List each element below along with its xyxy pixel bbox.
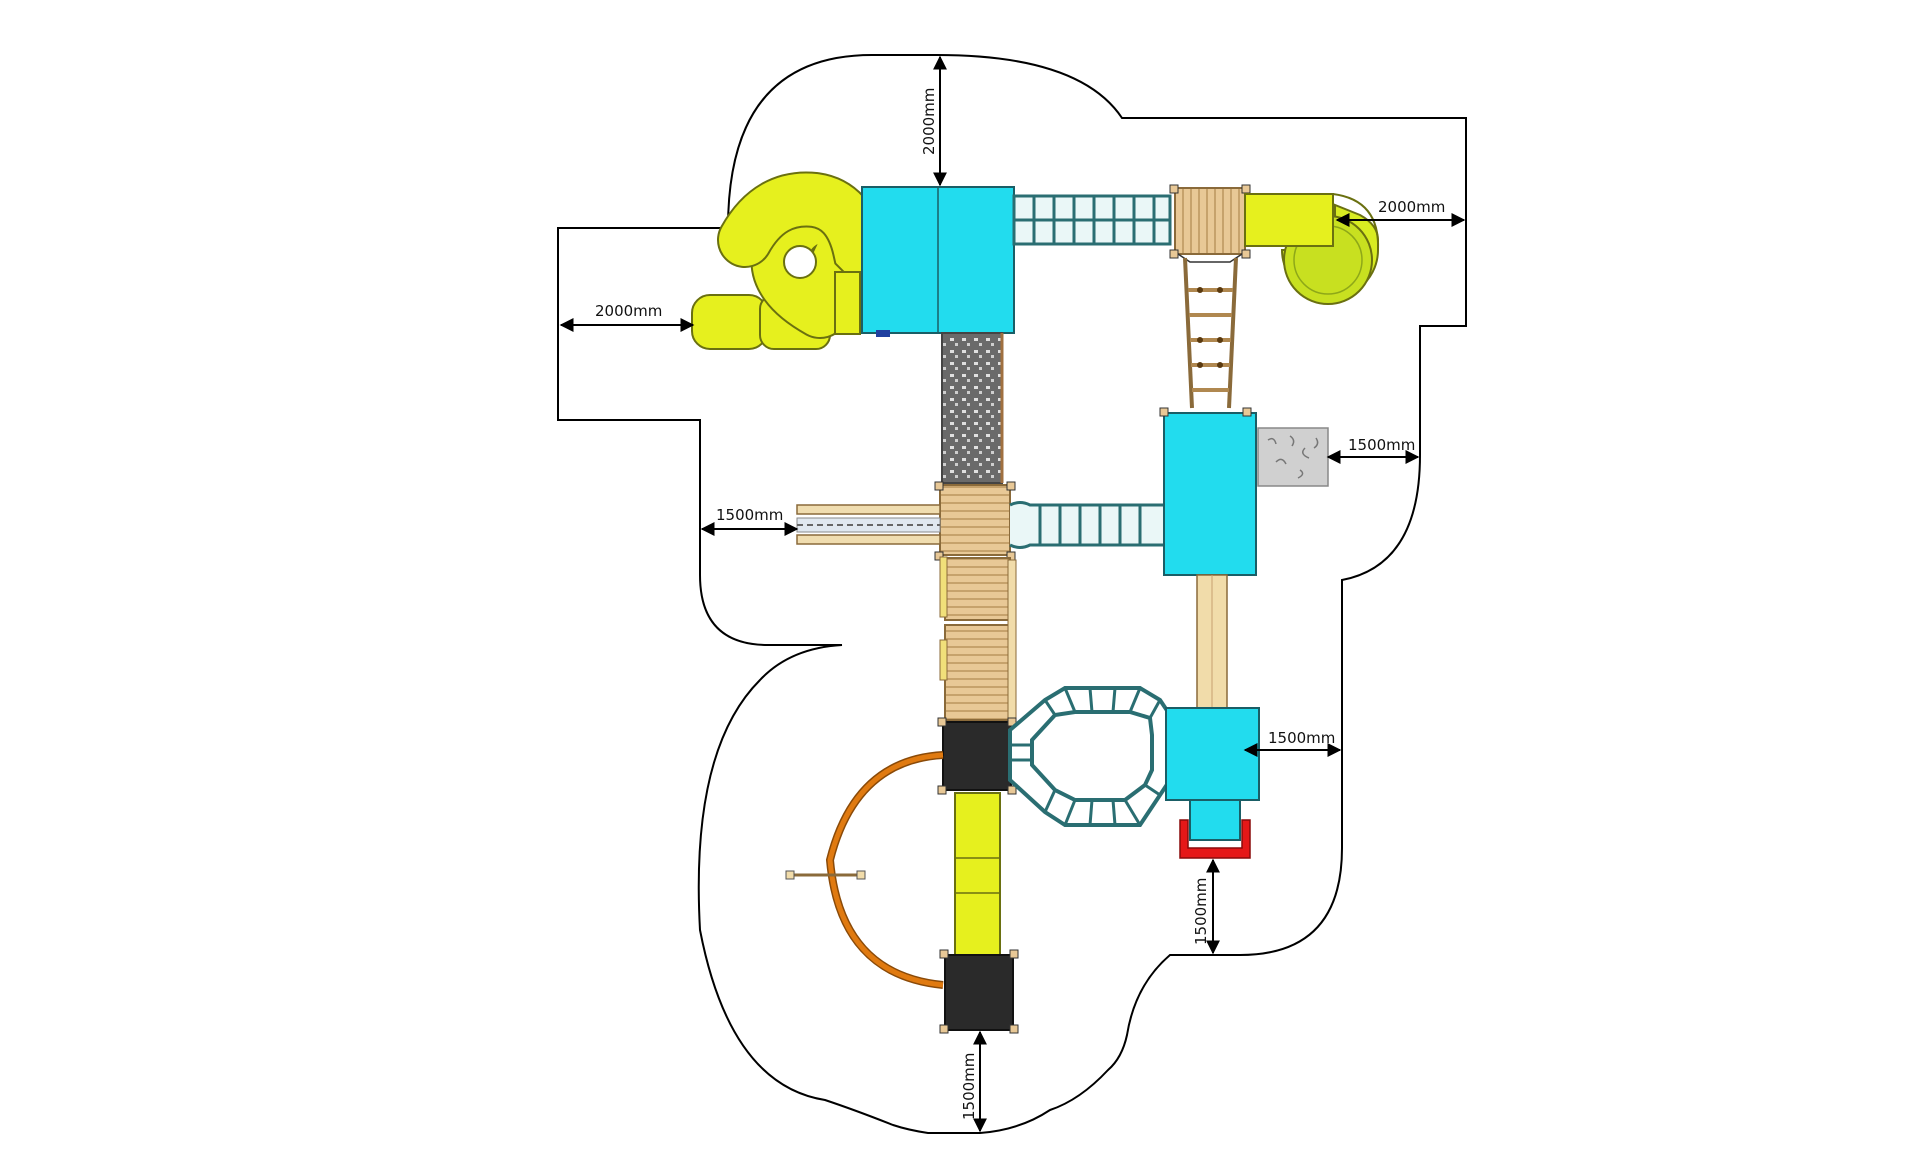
perforated-bridge [941, 332, 1004, 484]
horizontal-ladder-left [796, 504, 941, 545]
tower-lower-left-dark [937, 717, 1017, 795]
dim-label-right-middle: 1500mm [1348, 436, 1415, 454]
climbing-wall-panel [1257, 427, 1329, 487]
tower-bottom-dark [939, 949, 1019, 1034]
tube-slide [691, 171, 898, 350]
tower-upper-left [861, 186, 1015, 337]
tower-lower-right [1165, 707, 1260, 859]
dim-label-right-lower: 1500mm [1268, 729, 1335, 747]
rung-ladder [1183, 257, 1238, 409]
platform-top-right [1169, 184, 1251, 263]
dim-label-left-middle: 1500mm [716, 506, 783, 524]
tower-middle-right [1159, 407, 1257, 576]
dim-label-top: 2000mm [920, 88, 938, 155]
rope-arc [785, 751, 944, 989]
octagon-net-bridge [1008, 686, 1172, 827]
slide-top-right [1244, 193, 1380, 305]
yellow-ramp-bottom [954, 792, 1001, 956]
platform-stack-left [939, 556, 1017, 721]
wooden-ramp [1196, 574, 1228, 711]
dim-label-bottom-right: 1500mm [1192, 878, 1210, 945]
dimension-lines [559, 55, 1466, 1133]
dim-label-bottom: 1500mm [960, 1053, 978, 1120]
net-bridge-top [1012, 194, 1172, 246]
platform-middle-left [934, 481, 1016, 561]
dim-label-left-upper: 2000mm [595, 302, 662, 320]
net-tunnel-middle [1009, 501, 1168, 549]
dim-label-right-upper: 2000mm [1378, 198, 1445, 216]
safety-zone-outline [557, 54, 1467, 1134]
